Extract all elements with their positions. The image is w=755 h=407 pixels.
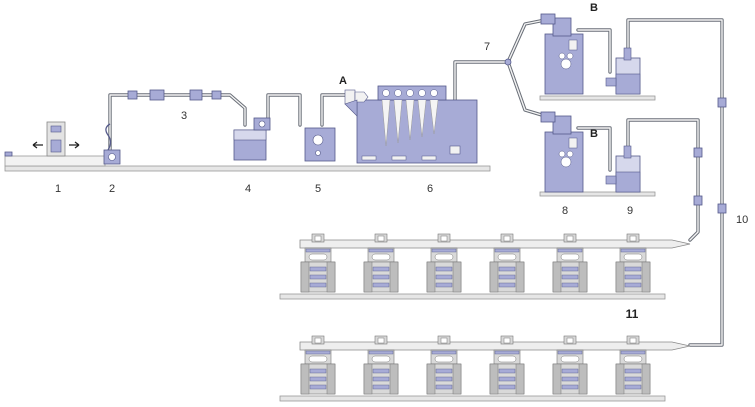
card-machine-row-1 [299,233,691,293]
label-4: 4 [245,183,251,195]
label-2: 2 [109,183,115,195]
pipe-fittings [127,58,727,214]
card-machine [615,335,651,395]
card-machine [552,335,588,395]
pipe-network [108,18,724,347]
card-machine [615,233,651,293]
machine-9-top [605,47,641,95]
card-machine [300,335,336,395]
floor-card-row-1 [279,293,666,300]
card-machine [426,233,462,293]
card-machine [552,233,588,293]
machine-8-bottom [540,111,584,193]
label-b-top: B [590,2,598,14]
label-b-bottom: B [590,128,598,140]
card-machine [489,233,525,293]
card-machine [363,335,399,395]
machine-6-mixer [344,85,478,164]
card-duct [299,239,691,249]
bale-opener [4,121,121,167]
card-machine-row-2 [299,335,691,395]
card-machine [489,335,525,395]
label-a: A [339,75,347,87]
card-machine [426,335,462,395]
label-1: 1 [55,183,61,195]
card-machine [300,233,336,293]
floor-filters [539,95,656,197]
label-9: 9 [627,205,633,217]
label-10: 10 [736,214,748,226]
floor-card-row-2 [279,395,666,402]
machine-8-top [540,13,584,95]
machine-4 [233,117,271,161]
label-3: 3 [181,110,187,122]
label-5: 5 [315,183,321,195]
card-duct [299,341,691,351]
label-8: 8 [562,205,568,217]
card-machine [363,233,399,293]
label-11: 11 [626,307,639,321]
machine-9-bottom [605,145,641,193]
floor-main [4,165,491,172]
label-7: 7 [484,41,490,53]
label-6: 6 [427,183,433,195]
machine-5 [304,127,336,162]
